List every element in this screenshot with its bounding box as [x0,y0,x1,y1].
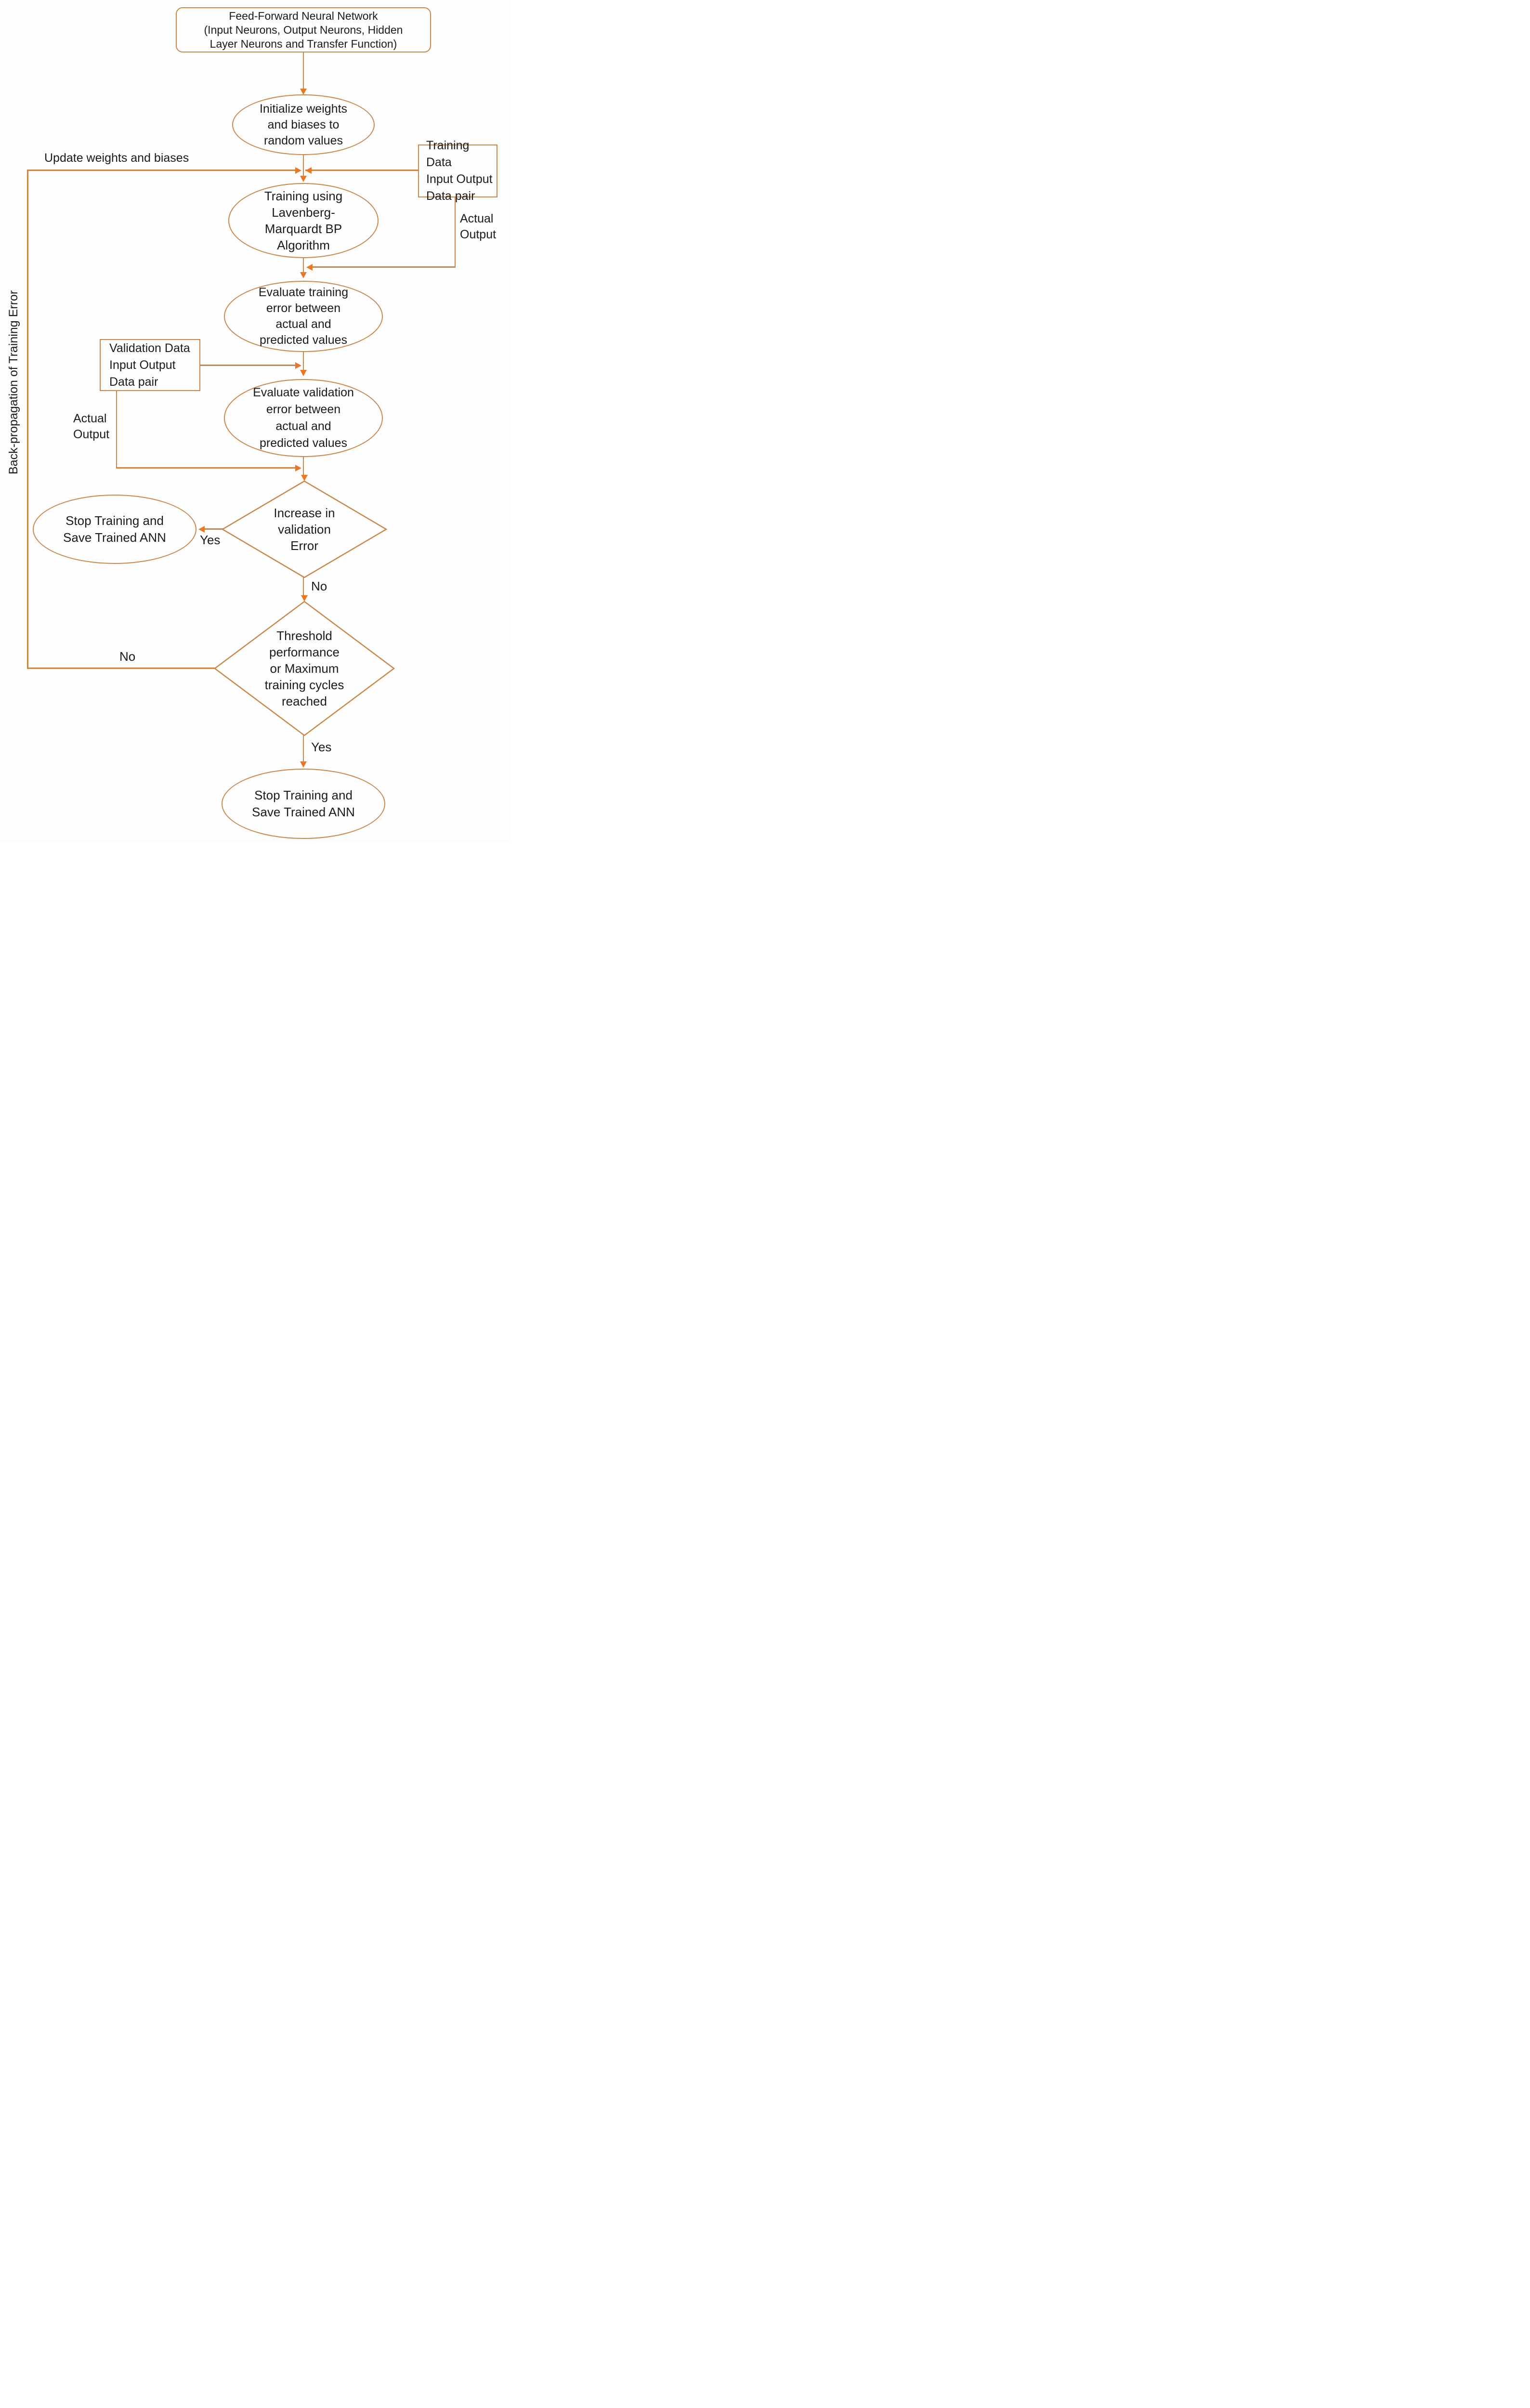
diamond1-to-stop-line [205,528,223,530]
actual-output-left-label-1: Actual [73,412,107,425]
threshold-diamond [213,601,395,736]
increase-validation-line: validation [278,522,331,537]
stop-training-left-line: Stop Training and [65,513,164,528]
evaluate-validation-line: actual and [275,419,331,433]
validation-data-line: Input Output [109,358,176,372]
evaluate-training-error-ellipse: Evaluate training error between actual a… [224,281,383,352]
training-lm-line: Marquardt BP [264,222,342,236]
increase-validation-error-diamond [221,480,388,578]
actual-output-right-label-2: Output [460,228,497,241]
initialize-weights-ellipse: Initialize weights and biases to random … [232,94,375,155]
arrow-loop-into-junction [295,167,301,174]
no-label-diamond1: No [311,579,327,593]
initialize-weights-line: random values [264,133,343,147]
evaluate-validation-line: predicted values [259,436,348,450]
stop-training-left-line: Save Trained ANN [63,530,166,545]
increase-validation-error-text: Increase in validation Error [246,504,363,555]
update-weights-label: Update weights and biases [44,151,189,165]
initialize-weights-line: and biases to [267,118,340,131]
stop-training-bottom-line: Stop Training and [254,788,353,802]
feed-forward-box-line: Layer Neurons and Transfer Function) [209,37,397,50]
threshold-line: reached [282,694,327,708]
training-lm-ellipse: Training using Lavenberg- Marquardt BP A… [228,183,379,258]
actual-output-left-vline [116,391,117,468]
arrow-into-stop-left-ellipse [198,526,205,533]
validation-data-box: Validation Data Input Output Data pair [100,339,200,391]
training-data-line: Data pair [426,189,475,203]
arrow-actualoutput-right-into-axis [306,264,313,271]
trainingdata-to-junction-line [305,170,418,171]
training-data-box: Training Data Input Output Data pair [418,139,497,203]
arrow-into-diamond2 [301,595,308,602]
axis-line-1 [303,52,304,90]
training-lm-line: Algorithm [277,238,330,252]
threshold-line: Threshold [276,628,332,643]
evaluate-training-line: error between [266,301,341,315]
flowchart-canvas: Feed-Forward Neural Network (Input Neuro… [0,0,510,842]
yes-label-diamond2: Yes [311,740,332,754]
arrow-actualoutput-left-into-axis [295,465,301,471]
threshold-text: Threshold performance or Maximum trainin… [247,626,362,711]
initialize-weights-line: Initialize weights [259,102,348,116]
arrow-validation-into-axis [295,362,301,369]
axis-line-2 [303,155,304,176]
loop-vertical-line [27,170,28,668]
loop-bottom-line [27,667,216,669]
no-label-loop: No [119,649,136,664]
arrow-into-init-ellipse [300,89,307,95]
feed-forward-box-line: (Input Neurons, Output Neurons, Hidden [204,23,403,36]
backpropagation-label: Back-propagation of Training Error [7,290,20,474]
feed-forward-box: Feed-Forward Neural Network (Input Neuro… [176,7,431,52]
validation-data-line: Data pair [109,375,158,389]
stop-training-bottom-line: Save Trained ANN [252,805,355,819]
training-lm-line: Training using [264,189,343,203]
threshold-line: training cycles [264,678,344,692]
threshold-line: or Maximum [270,661,339,676]
arrow-into-diamond1 [301,475,308,481]
actual-output-left-hline [116,467,295,469]
axis-line-6 [303,576,304,596]
evaluate-training-line: actual and [275,317,331,331]
validation-data-line: Validation Data [109,341,190,355]
evaluate-training-line: Evaluate training [258,286,349,299]
actual-output-left-label-2: Output [73,428,110,441]
stop-training-left-ellipse: Stop Training and Save Trained ANN [33,495,196,564]
actual-output-right-label-1: Actual [460,212,494,225]
feed-forward-box-line: Feed-Forward Neural Network [229,9,378,22]
arrow-into-evalvalid-ellipse [300,370,307,376]
increase-validation-line: Increase in [274,506,335,520]
training-data-line: Input Output [426,172,493,186]
threshold-line: performance [269,645,340,659]
loop-top-line [27,170,296,171]
actual-output-right-vline [455,197,456,268]
arrow-trainingdata-into-junction [305,167,312,174]
evaluate-validation-line: Evaluate validation [253,386,354,399]
evaluate-validation-error-ellipse: Evaluate validation error between actual… [224,379,383,457]
increase-validation-line: Error [290,538,318,553]
stop-training-bottom-ellipse: Stop Training and Save Trained ANN [222,769,385,839]
axis-line-4 [303,352,304,370]
training-data-line: Training Data [426,139,470,169]
axis-line-3 [303,258,304,273]
validation-to-axis-hline [200,365,295,366]
evaluate-validation-line: error between [266,403,341,416]
arrow-into-training-ellipse [300,176,307,182]
axis-line-5 [303,457,304,475]
yes-label-diamond1: Yes [200,533,221,547]
evaluate-training-line: predicted values [259,333,348,347]
actual-output-right-hline [313,266,456,268]
arrow-into-stop-bottom-ellipse [300,761,307,768]
arrow-into-evaltrain-ellipse [300,272,307,278]
axis-line-7 [303,734,304,762]
training-lm-line: Lavenberg- [272,205,335,220]
